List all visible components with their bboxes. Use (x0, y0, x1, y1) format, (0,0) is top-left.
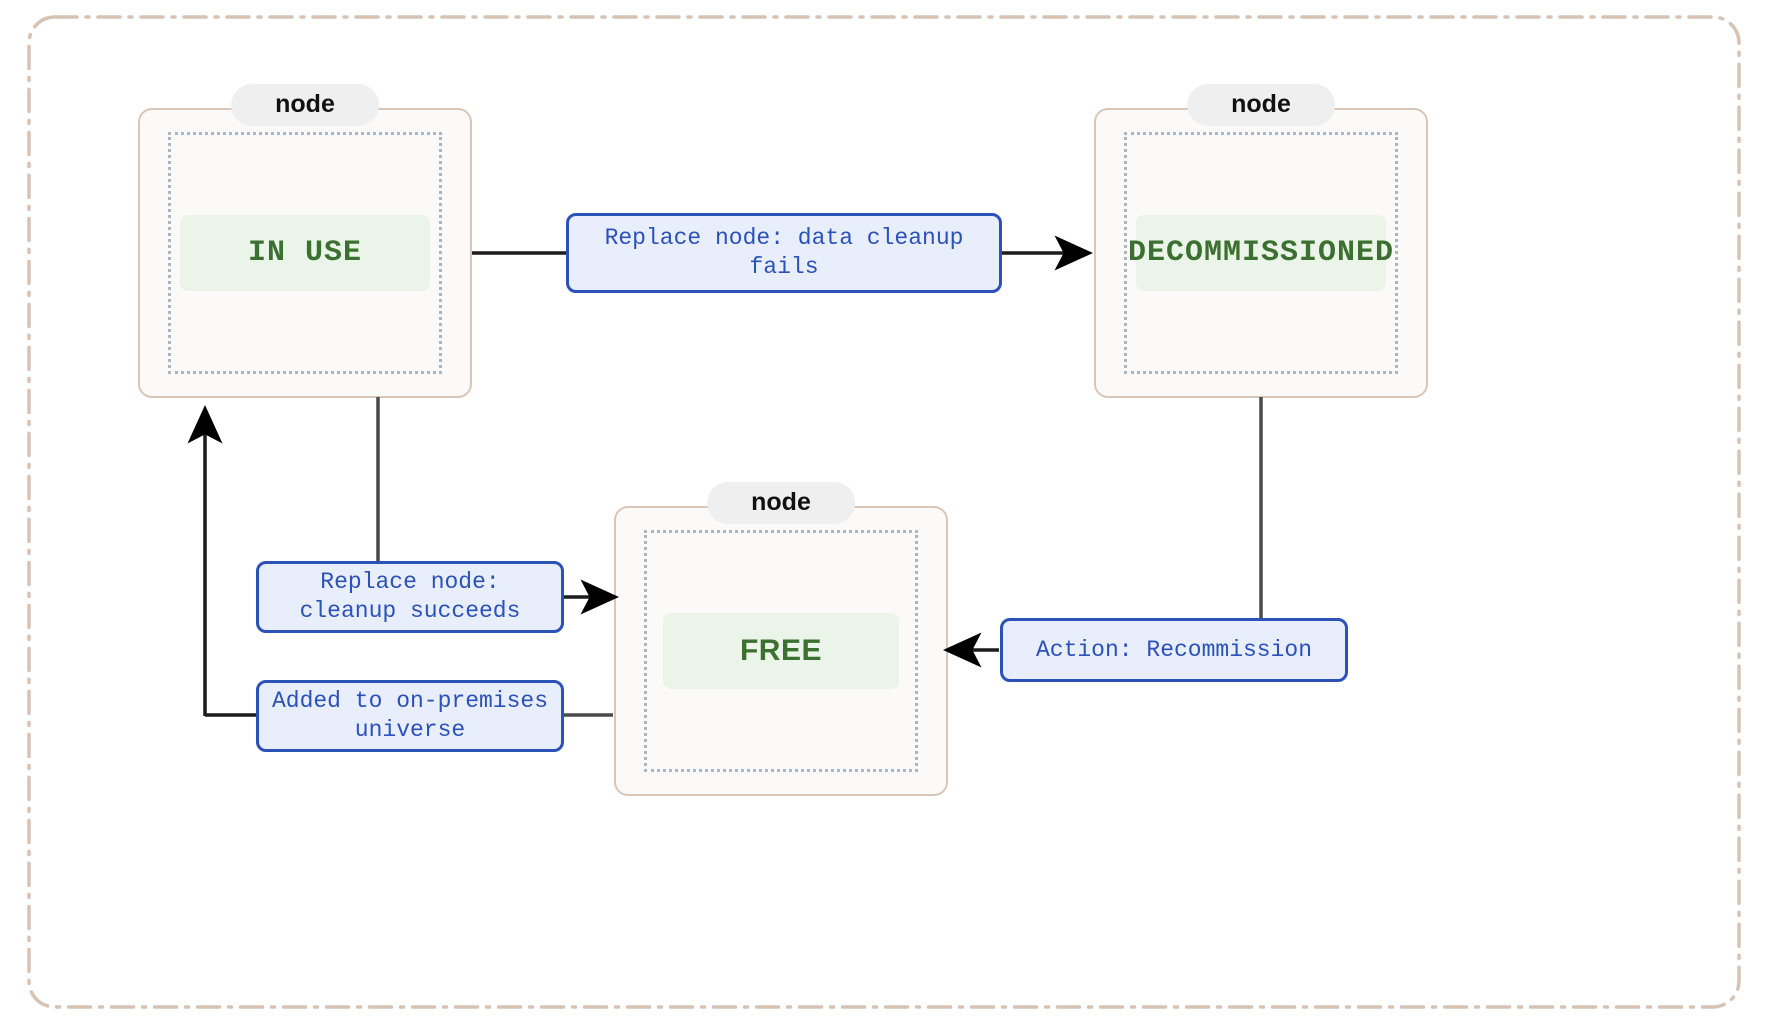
node-inner-border-decommissioned (1124, 132, 1398, 374)
state-chip-decommissioned[interactable]: DECOMMISSIONED (1128, 215, 1393, 291)
node-card-in-use[interactable]: node IN USE (138, 84, 472, 398)
edge-label-line-1: Added to on-premises (271, 688, 549, 715)
edge-label-added-to-on-premises-universe[interactable]: Added to on-premises universe (256, 680, 564, 752)
node-group-label-free: node (707, 482, 855, 524)
edge-label-line-1: Replace node: data cleanup (604, 225, 964, 252)
node-card-free[interactable]: node FREE (614, 482, 948, 796)
edge-label-replace-node-cleanup-succeeds[interactable]: Replace node: cleanup succeeds (256, 561, 564, 633)
state-chip-free[interactable]: FREE (663, 613, 899, 689)
node-card-decommissioned[interactable]: node DECOMMISSIONED (1094, 84, 1428, 398)
edge-label-line-2: universe (354, 717, 466, 743)
node-group-label-decommissioned: node (1187, 84, 1335, 126)
edge-label-line-1: Replace node: (320, 569, 500, 596)
state-chip-in-use[interactable]: IN USE (180, 215, 430, 291)
node-inner-border-in-use (168, 132, 442, 374)
edge-label-replace-node-data-cleanup-fails[interactable]: Replace node: data cleanup fails (566, 213, 1002, 293)
edge-label-action-recommission[interactable]: Action: Recommission (1000, 618, 1348, 682)
edge-label-line-2: fails (749, 254, 819, 280)
edge-label-line-1: Action: Recommission (1035, 636, 1313, 663)
node-group-label-in-use: node (231, 84, 379, 126)
node-inner-border-free (644, 530, 918, 772)
edge-label-line-2: cleanup succeeds (299, 598, 521, 624)
